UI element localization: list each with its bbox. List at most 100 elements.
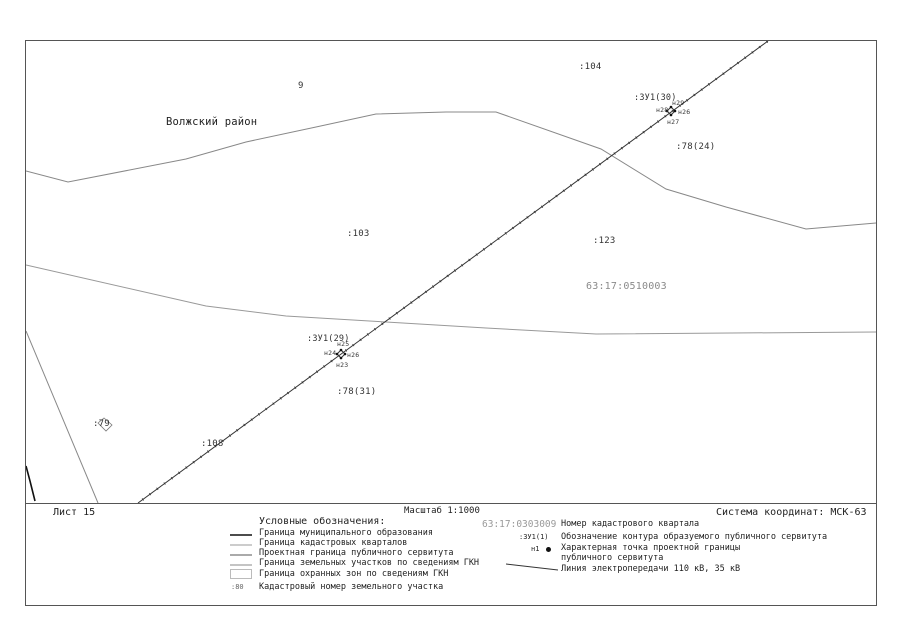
point-label: н26 (347, 351, 360, 359)
power-line-tick (700, 88, 703, 91)
point-label: н29 (672, 99, 685, 107)
power-line-tick (461, 263, 464, 267)
power-line-tick (736, 61, 740, 65)
legend-item: Граница охранных зон по сведениям ГКН (259, 569, 449, 579)
power-line-ticks (141, 41, 769, 501)
legend-symbol-quarter (230, 544, 252, 546)
power-line-tick (620, 146, 623, 150)
power-line-tick (453, 269, 457, 272)
map-canvas (26, 41, 876, 503)
power-line-tick (584, 173, 587, 177)
power-line-tick (490, 242, 493, 246)
power-line-tick (598, 162, 602, 166)
plot-label: :108 (201, 439, 224, 449)
municipal-boundary (26, 465, 36, 502)
zone-label: :ЗУ1(30) (634, 93, 677, 103)
coord-system: Система координат: МСК-63 (716, 507, 867, 518)
point-label: н26 (678, 108, 691, 116)
legend-symbol-quarter-number: 63:17:0303009 (482, 519, 557, 530)
power-line-tick (257, 413, 261, 416)
power-line-tick (693, 93, 696, 97)
power-line-tick (686, 98, 689, 102)
zone-label: :ЗУ1(29) (307, 334, 350, 344)
power-line-tick (562, 189, 565, 193)
power-line-tick (286, 391, 290, 395)
power-line-tick (243, 423, 246, 427)
legend-item: Линия электропередачи 110 кВ, 35 кВ (561, 564, 741, 574)
power-line-tick (141, 498, 144, 501)
legend-symbol-power-line (506, 563, 558, 571)
power-line-tick (359, 338, 362, 342)
plot-label: :104 (579, 62, 602, 72)
legend-title: Условные обозначения: (259, 516, 386, 527)
power-line-tick (323, 365, 326, 368)
legend-item: Характерная точка проектной границы (561, 543, 741, 553)
plot-79-outline (97, 417, 113, 432)
quarter-boundary-middle (26, 264, 876, 335)
legend-item: Номер кадастрового квартала (561, 519, 700, 529)
plot-label: :78(24) (676, 142, 716, 152)
power-line-tick (388, 317, 391, 320)
power-line-tick (722, 72, 725, 75)
power-line-tick (642, 130, 645, 134)
zone-marker-upper (665, 105, 677, 117)
power-line-tick (373, 327, 377, 331)
power-line-tick (410, 301, 413, 304)
map-sheet: 9 :104 Волжский район :78(24) :103 :123 … (25, 40, 877, 606)
power-line-tick (199, 455, 202, 459)
power-line-tick (678, 104, 681, 107)
power-line-tick (381, 322, 384, 326)
power-line-tick (178, 471, 181, 475)
power-line-tick (482, 248, 486, 251)
power-line-tick (294, 386, 297, 389)
power-line-tick (432, 285, 435, 288)
power-line-tick (301, 381, 304, 384)
power-line-tick (613, 152, 616, 155)
power-line-tick (272, 402, 275, 405)
plot-label: :78(31) (337, 387, 377, 397)
legend-item: Граница кадастровых кварталов (259, 538, 408, 548)
power-line-tick (439, 279, 442, 283)
power-line-tick (635, 136, 638, 139)
plot-label: :79 (93, 419, 110, 429)
power-line-tick (606, 157, 609, 161)
quarter-number-label: 63:17:0510003 (586, 281, 667, 292)
legend-symbol-point: н1 (531, 545, 551, 553)
power-line-tick (403, 306, 406, 310)
plot-label: :123 (593, 236, 616, 246)
power-line-tick (265, 407, 268, 411)
power-line-tick (228, 434, 232, 437)
power-line-tick (540, 205, 544, 209)
power-line-tick (315, 370, 319, 374)
point-label: н24 (324, 349, 337, 357)
power-line-tick (715, 77, 718, 81)
power-line-tick (395, 311, 398, 315)
legend-symbol-plot (230, 564, 252, 566)
power-line-tick (207, 450, 210, 453)
zone-marker-lower (335, 348, 347, 360)
power-line-tick (657, 120, 660, 123)
point-label: н25 (337, 340, 350, 348)
power-line-tick (504, 232, 507, 235)
scale-label: Масштаб 1:1000 (404, 506, 480, 516)
power-line-tick (170, 476, 173, 480)
point-label: н27 (667, 118, 680, 126)
power-line-tick (468, 258, 471, 262)
power-line-tick (729, 67, 732, 70)
power-line (137, 41, 769, 503)
power-line-tick (279, 397, 282, 400)
legend-symbol-municipal (230, 534, 252, 536)
point-label: н23 (336, 361, 349, 369)
legend-item: публичного сервитута (561, 553, 664, 563)
plot-boundary-left (26, 330, 99, 503)
power-line-tick (163, 482, 166, 485)
power-line-tick (366, 333, 369, 336)
power-line-tick (628, 141, 631, 145)
legend-item: Граница земельных участков по сведениям … (259, 558, 480, 568)
power-line-tick (497, 237, 500, 240)
power-line-tick (671, 109, 674, 113)
power-line-tick (577, 178, 580, 182)
power-line-tick (446, 274, 449, 278)
legend-item: Обозначение контура образуемого публично… (561, 532, 828, 542)
plot-label: :103 (347, 229, 370, 239)
